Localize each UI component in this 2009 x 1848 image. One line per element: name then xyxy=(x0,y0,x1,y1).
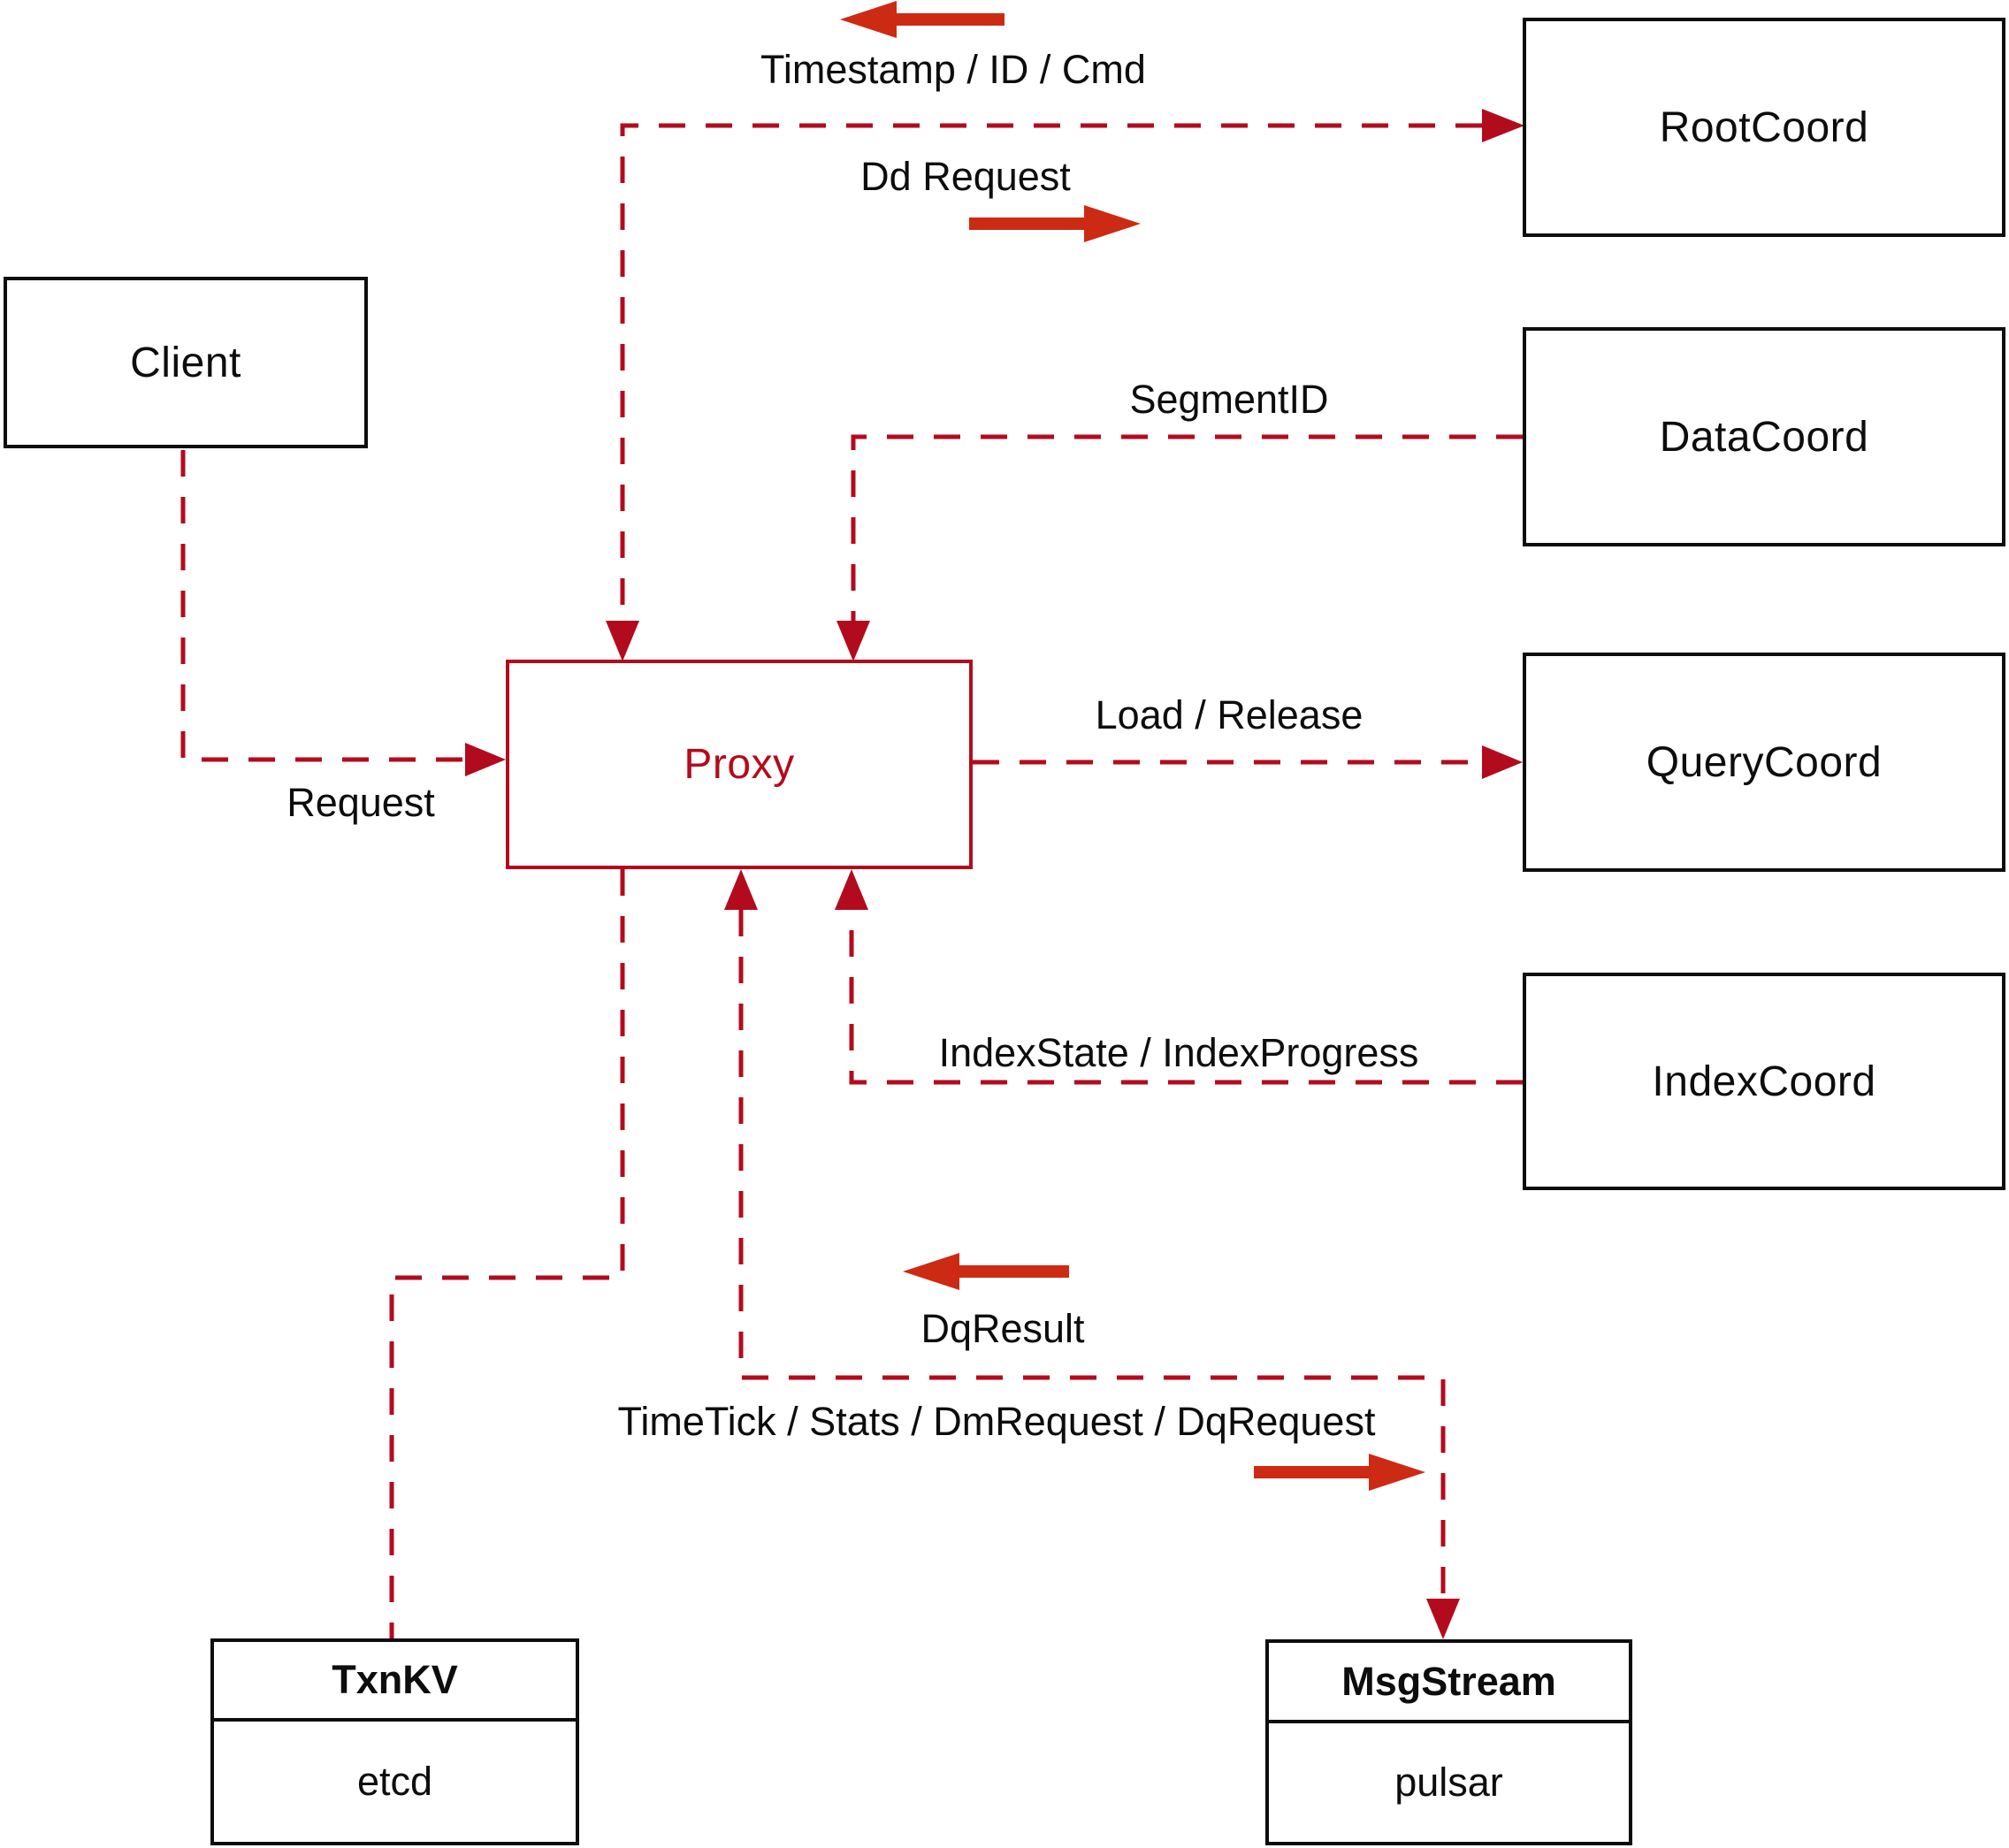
arrowhead-indexcoord-into-proxy xyxy=(835,869,868,910)
connector-datacoord-proxy xyxy=(851,434,1523,621)
node-txnkv-subtitle: etcd xyxy=(356,1759,433,1804)
node-rootcoord: RootCoord xyxy=(1523,18,2005,237)
left-direction-arrow-dqresult xyxy=(903,1253,1069,1290)
edge-label-dqresult: DqResult xyxy=(920,1306,1085,1351)
connector-client-proxy xyxy=(180,450,465,762)
node-querycoord: QueryCoord xyxy=(1523,653,2005,872)
connector-indexcoord-proxy xyxy=(849,910,1523,1085)
node-txnkv: TxnKV etcd xyxy=(210,1638,579,1845)
edge-label-indexstate-indexprogress: IndexState / IndexProgress xyxy=(938,1030,1419,1075)
connector-proxy-rootcoord xyxy=(620,123,1482,621)
node-querycoord-label: QueryCoord xyxy=(1646,738,1883,786)
node-indexcoord-label: IndexCoord xyxy=(1652,1058,1876,1105)
arrowhead-into-rootcoord xyxy=(1482,109,1524,142)
edge-label-timetick-stats-dmrequest-dqrequest: TimeTick / Stats / DmRequest / DqRequest xyxy=(617,1399,1376,1444)
right-direction-arrow-timetick xyxy=(1254,1454,1425,1491)
node-client: Client xyxy=(4,277,368,448)
arrowhead-into-querycoord xyxy=(1482,745,1523,779)
left-direction-arrow-timestamp xyxy=(840,1,1004,38)
node-msgstream-title: MsgStream xyxy=(1269,1643,1629,1723)
node-rootcoord-label: RootCoord xyxy=(1659,103,1869,151)
node-datacoord: DataCoord xyxy=(1523,327,2005,546)
arrowhead-client-into-proxy xyxy=(465,743,506,776)
edge-label-segmentid: SegmentID xyxy=(1129,377,1329,422)
arrowhead-datacoord-into-proxy xyxy=(836,621,870,661)
node-client-label: Client xyxy=(130,339,241,386)
connector-proxy-txnkv xyxy=(389,869,625,1638)
node-msgstream-subtitle: pulsar xyxy=(1394,1760,1503,1805)
right-direction-arrow-dd-request xyxy=(969,205,1141,242)
arrowhead-rootcoord-into-proxy xyxy=(606,621,639,661)
edge-label-request: Request xyxy=(286,780,435,825)
edge-label-timestamp-id-cmd: Timestamp / ID / Cmd xyxy=(760,47,1146,92)
node-datacoord-label: DataCoord xyxy=(1659,413,1869,461)
node-proxy: Proxy xyxy=(506,660,973,869)
connector-proxy-msgstream xyxy=(738,910,1446,1599)
node-msgstream: MsgStream pulsar xyxy=(1265,1639,1632,1845)
edge-label-load-release: Load / Release xyxy=(1095,692,1364,737)
arrowhead-msgstream-into-proxy xyxy=(724,869,758,910)
node-indexcoord: IndexCoord xyxy=(1523,973,2005,1190)
node-proxy-label: Proxy xyxy=(684,741,795,788)
edge-label-dd-request: Dd Request xyxy=(860,154,1071,199)
arrowhead-into-msgstream xyxy=(1426,1599,1460,1639)
node-txnkv-title: TxnKV xyxy=(214,1642,576,1722)
